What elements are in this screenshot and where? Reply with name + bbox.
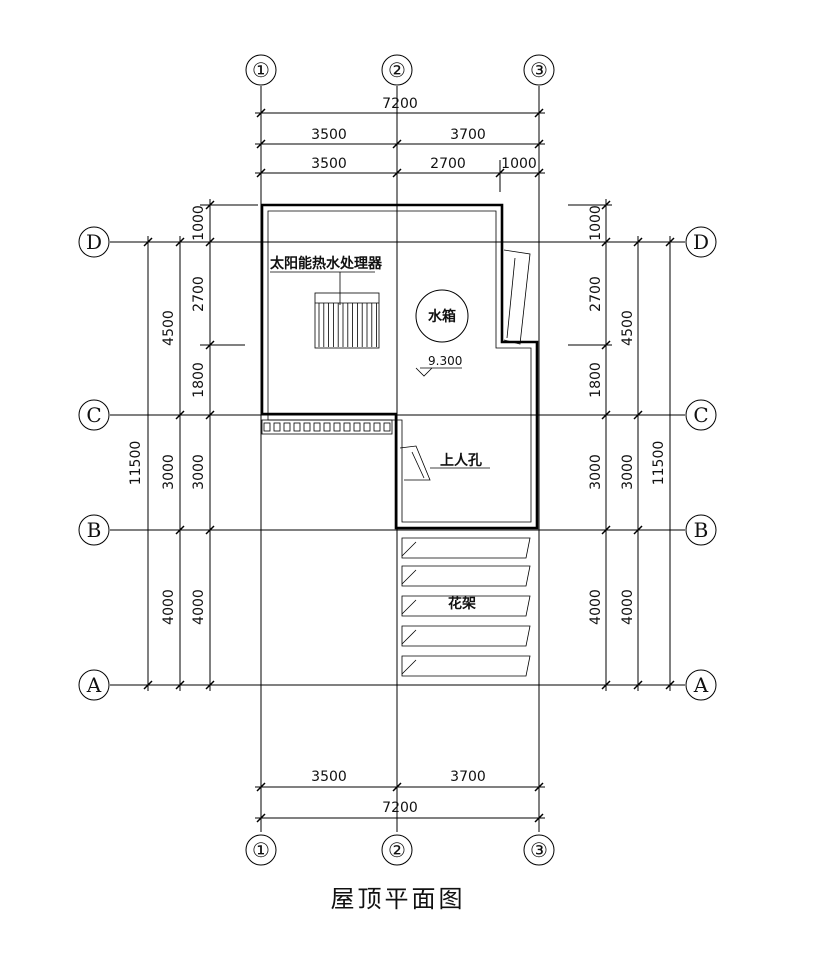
trellis-bar xyxy=(401,655,531,677)
hatch-cell xyxy=(313,422,321,432)
dim-right-mid-2: 3000 xyxy=(620,454,636,490)
dim-left-mid-3: 4000 xyxy=(161,589,177,625)
trellis-bar-detail xyxy=(401,659,417,675)
dim-left-outer: 11500 xyxy=(128,441,144,486)
hatch-cell xyxy=(323,422,331,432)
right-dimensions: 1000 2700 1800 3000 4000 4500 3000 4000 … xyxy=(568,199,675,691)
axis-label-3-bottom: ③ xyxy=(530,838,548,862)
trellis: 花架 xyxy=(401,537,531,677)
hatch-cell xyxy=(343,422,351,432)
hatch-cell xyxy=(273,422,281,432)
dim-right-inner-2: 2700 xyxy=(588,276,604,312)
axis-bubbles: ① ② ③ ① ② ③ D C B A D C B A xyxy=(78,54,717,866)
water-tank: 水箱 xyxy=(415,289,469,343)
left-dimensions: 11500 4500 3000 4000 1000 2700 1800 3000… xyxy=(128,199,258,691)
axis-label-b-left: B xyxy=(87,518,102,542)
top-dimensions: 7200 3500 3700 3500 2700 1000 xyxy=(255,96,545,192)
axis-label-d-right: D xyxy=(693,230,709,254)
dim-left-inner-4: 3000 xyxy=(191,454,207,490)
axis-label-2-bottom: ② xyxy=(388,838,406,862)
dim-left-mid-1: 4500 xyxy=(161,310,177,346)
axis-label-2-top: ② xyxy=(388,58,406,82)
hatch-cell xyxy=(353,422,361,432)
elevation-label: 9.300 xyxy=(428,354,462,368)
side-projection xyxy=(503,249,531,345)
trellis-bar-detail xyxy=(401,541,417,557)
solar-heater: 太阳能热水处理器 xyxy=(270,255,383,349)
dim-left-inner-5: 4000 xyxy=(191,589,207,625)
dim-left-inner-2: 2700 xyxy=(191,276,207,312)
drawing-title: 屋顶平面图 xyxy=(331,885,466,913)
dim-bottom-total: 7200 xyxy=(382,800,418,816)
roof-outline xyxy=(260,203,539,530)
water-tank-label: 水箱 xyxy=(428,308,456,325)
dim-top-mid-1: 3500 xyxy=(311,127,347,143)
dim-right-outer: 11500 xyxy=(651,441,667,486)
solar-heater-label: 太阳能热水处理器 xyxy=(270,255,383,272)
dim-top-mid-2: 3700 xyxy=(450,127,486,143)
dim-right-inner-5: 4000 xyxy=(588,589,604,625)
trellis-bar xyxy=(401,565,531,587)
axis-label-b-right: B xyxy=(694,518,709,542)
roof-hatch-label: 上人孔 xyxy=(440,452,482,469)
hatch-cell xyxy=(263,422,271,432)
trellis-bar-detail xyxy=(401,629,417,645)
axis-label-c-right: C xyxy=(693,403,708,427)
trellis-bar-detail xyxy=(401,599,417,615)
hatch-cell xyxy=(383,422,391,432)
hatch-cell xyxy=(293,422,301,432)
roof-hatch: 上人孔 xyxy=(399,445,490,481)
axis-label-d-left: D xyxy=(86,230,102,254)
trellis-bar-detail xyxy=(401,569,417,585)
trellis-bar xyxy=(401,595,531,617)
dim-right-inner-3: 1800 xyxy=(588,362,604,398)
parapet-hatch xyxy=(261,419,393,435)
elevation-mark: 9.300 xyxy=(415,354,462,377)
dim-right-inner-4: 3000 xyxy=(588,454,604,490)
trellis-bar xyxy=(401,537,531,559)
dim-right-mid-1: 4500 xyxy=(620,310,636,346)
dim-top-total: 7200 xyxy=(382,96,418,112)
trellis-bar xyxy=(401,625,531,647)
dim-left-inner-1: 1000 xyxy=(191,205,207,241)
dim-left-inner-3: 1800 xyxy=(191,362,207,398)
axis-label-c-left: C xyxy=(86,403,101,427)
axis-label-1-bottom: ① xyxy=(252,838,270,862)
hatch-cell xyxy=(363,422,371,432)
grid-lines xyxy=(110,86,685,832)
dim-bottom-mid-2: 3700 xyxy=(450,769,486,785)
bottom-dimensions: 3500 3700 7200 xyxy=(255,769,545,823)
hatch-cell xyxy=(283,422,291,432)
axis-label-a-left: A xyxy=(86,673,102,697)
axis-label-a-right: A xyxy=(693,673,709,697)
axis-label-3-top: ③ xyxy=(530,58,548,82)
trellis-label: 花架 xyxy=(448,595,476,612)
dim-top-inner-3: 1000 xyxy=(501,156,537,172)
dim-left-mid-2: 3000 xyxy=(161,454,177,490)
dim-right-mid-3: 4000 xyxy=(620,589,636,625)
dim-top-inner-2: 2700 xyxy=(430,156,466,172)
dim-top-inner-1: 3500 xyxy=(311,156,347,172)
hatch-cell xyxy=(373,422,381,432)
hatch-cell xyxy=(333,422,341,432)
dim-bottom-mid-1: 3500 xyxy=(311,769,347,785)
axis-label-1-top: ① xyxy=(252,58,270,82)
dim-right-inner-1: 1000 xyxy=(588,205,604,241)
hatch-cell xyxy=(303,422,311,432)
